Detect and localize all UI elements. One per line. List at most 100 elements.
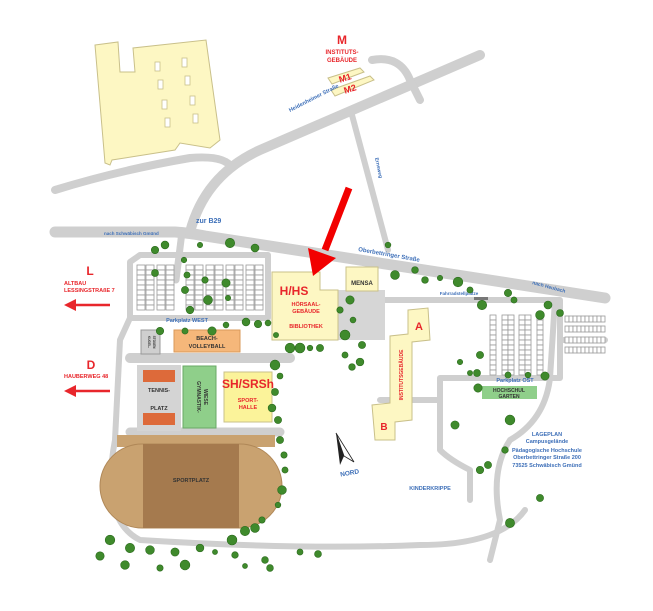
parking-stall: [518, 369, 526, 376]
tree-icon: [120, 560, 130, 570]
tree-icon: [345, 295, 355, 305]
sporthalle-label-1: SPORT-: [238, 398, 259, 404]
parking-stall: [245, 294, 255, 301]
parking-stall: [588, 336, 594, 344]
parking-stall: [572, 336, 578, 344]
tree-icon: [274, 501, 282, 509]
tree-icon: [484, 461, 492, 469]
parking-stall: [225, 304, 235, 311]
tennis-court-2: [143, 413, 175, 425]
parking-stall: [136, 299, 146, 306]
parking-stall: [234, 269, 244, 276]
parking-stall: [489, 314, 497, 321]
tree-icon: [203, 295, 213, 305]
tree-icon: [253, 319, 263, 329]
tree-icon: [258, 516, 266, 524]
parking-stall: [194, 304, 204, 311]
building-institut-label: INSTITUTSGEBÄUDE: [398, 349, 405, 401]
tree-icon: [452, 276, 464, 288]
parking-stall: [205, 289, 215, 296]
parking-stall: [584, 336, 590, 344]
tree-icon: [456, 358, 464, 366]
parking-stall: [518, 359, 526, 366]
kugelstossen: [140, 329, 161, 355]
parking-stall: [576, 346, 582, 354]
tree-icon: [197, 242, 203, 248]
parking-stall: [524, 354, 532, 361]
parking-stall: [245, 299, 255, 306]
parking-stall: [524, 319, 532, 326]
parking-stall: [185, 299, 195, 306]
tree-icon: [437, 275, 443, 281]
parking-stall: [489, 319, 497, 326]
parking-stall: [518, 354, 526, 361]
parking-stall: [234, 294, 244, 301]
parking-stall: [234, 279, 244, 286]
tree-icon: [476, 299, 488, 311]
tree-icon: [231, 551, 239, 559]
parking-stall: [136, 274, 146, 281]
parking-stall: [576, 336, 582, 344]
beach-label-1: BEACH-: [196, 336, 218, 342]
external-d-letter: D: [87, 358, 96, 372]
parking-stall: [185, 279, 195, 286]
tree-icon: [294, 342, 306, 354]
parking-stall: [214, 299, 224, 306]
parking-stall: [524, 314, 532, 321]
parking-stall: [507, 324, 515, 331]
tree-icon: [155, 326, 165, 336]
tree-icon: [384, 241, 392, 249]
parking-stall: [580, 315, 586, 323]
parking-stall: [156, 289, 166, 296]
tree-icon: [150, 245, 160, 255]
tree-icon: [284, 342, 296, 354]
parking-stall: [194, 269, 204, 276]
parking-stall: [489, 339, 497, 346]
tree-icon: [221, 278, 231, 288]
parking-stall: [584, 315, 590, 323]
parking-stall: [489, 334, 497, 341]
parking-stall: [600, 315, 606, 323]
parking-stall: [536, 364, 544, 371]
beach-volleyball: [173, 329, 241, 353]
building-hhs-label-1: HÖRSAAL-: [291, 301, 320, 308]
tree-icon: [336, 306, 344, 314]
tree-icon: [266, 564, 274, 572]
tree-icon: [540, 371, 550, 381]
parking-stall: [194, 264, 204, 271]
tree-icon: [271, 388, 279, 396]
parking-stall: [185, 264, 195, 271]
tree-icon: [390, 270, 400, 280]
bike-rack: [474, 297, 488, 300]
parking-stall: [507, 319, 515, 326]
tree-icon: [261, 556, 269, 564]
building-m2: [330, 75, 375, 97]
tree-icon: [156, 564, 164, 572]
tree-icon: [280, 451, 288, 459]
parking-stall: [165, 274, 175, 281]
parking-stall: [254, 269, 264, 276]
parking-stall: [600, 346, 606, 354]
tree-icon: [242, 563, 248, 569]
parking-stall: [592, 336, 598, 344]
parking-stall: [145, 299, 155, 306]
tree-icon: [339, 329, 351, 341]
tree-icon: [296, 548, 304, 556]
tree-icon: [225, 238, 235, 248]
parking-stall: [245, 274, 255, 281]
sporthalle-label-2: HALLE: [239, 405, 258, 411]
parking-stall: [225, 264, 235, 271]
parking-stall: [254, 304, 264, 311]
parking-stall: [136, 304, 146, 311]
parking-stall: [254, 264, 264, 271]
tree-icon: [473, 383, 483, 393]
parking-stall: [536, 344, 544, 351]
parking-stall: [576, 325, 582, 333]
tree-icon: [501, 446, 509, 454]
parking-stall: [245, 289, 255, 296]
parking-stall: [568, 325, 574, 333]
parking-stall: [518, 349, 526, 356]
map-legend: LAGEPLAN Campusgelände Pädagogische Hoch…: [512, 432, 582, 469]
parking-stall: [489, 359, 497, 366]
